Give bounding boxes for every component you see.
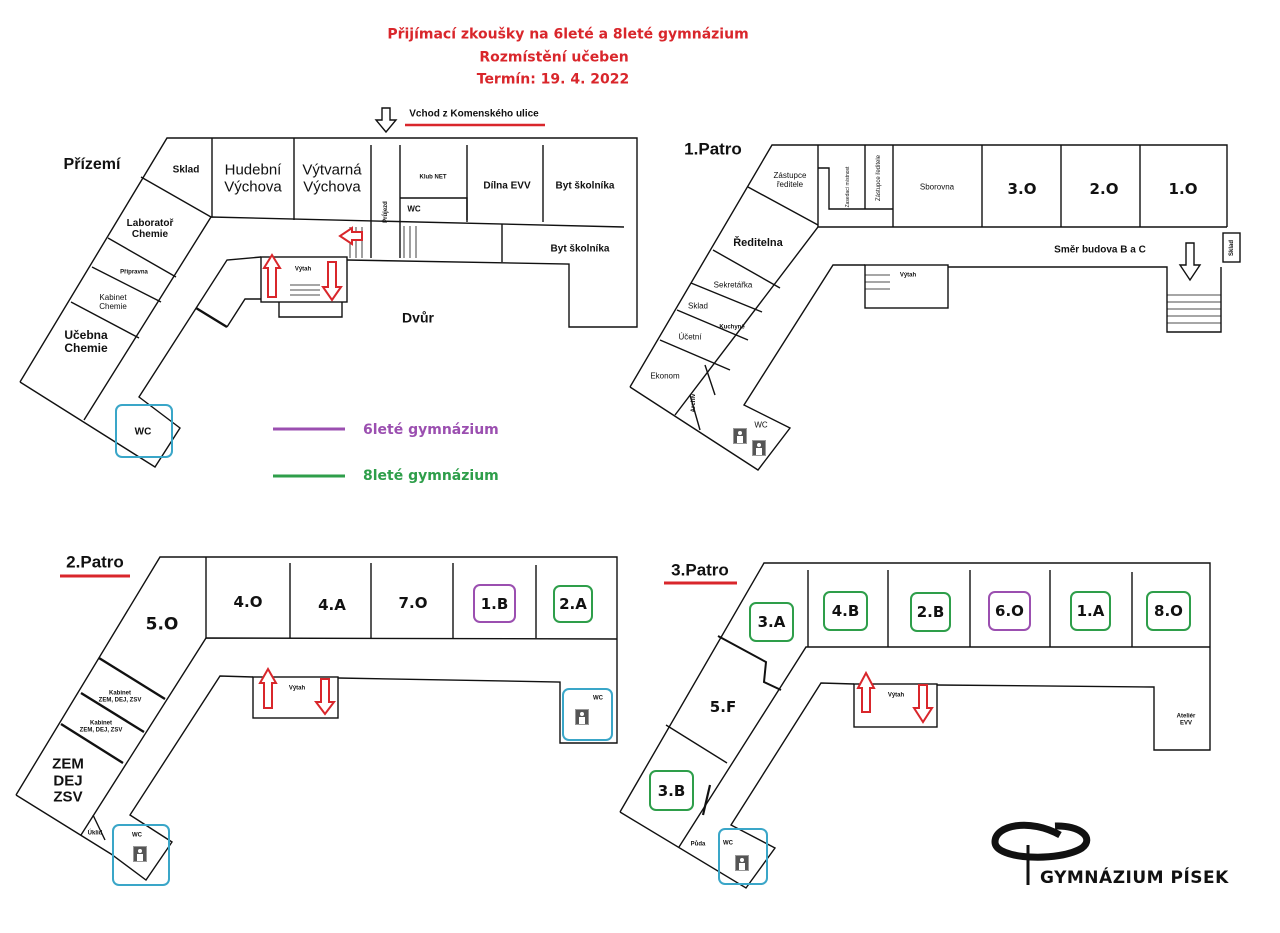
- stairs-up-arrow-icon: [262, 253, 282, 298]
- wc-label-f2-right: WC: [593, 695, 603, 702]
- wc-highlight: [112, 824, 170, 886]
- wc-highlight: [115, 404, 173, 458]
- wc-label-f2: WC: [132, 832, 142, 839]
- room-uklid: Úklid: [87, 830, 103, 837]
- legend-six-label: 6leté gymnázium: [363, 422, 499, 438]
- elevator-label-f1: Výtah: [899, 272, 917, 279]
- room-4A: 4.A: [318, 595, 346, 614]
- courtyard-label: Dvůr: [402, 309, 434, 326]
- wc-highlight: [562, 688, 613, 741]
- title-line-2: Rozmístění učeben: [479, 49, 629, 66]
- toilet-person-icon: [752, 440, 766, 456]
- room-kabinet-zem-2: Kabinet ZEM, DEJ, ZSV: [79, 720, 123, 733]
- school-logo-text: GYMNÁZIUM PÍSEK: [1040, 868, 1229, 888]
- toilet-person-icon: [733, 428, 747, 444]
- wc-label-f3: WC: [723, 840, 733, 847]
- room-2A-eight-year: 2.A: [553, 585, 593, 623]
- room-5O: 5.O: [145, 614, 179, 635]
- wc-highlight: [718, 828, 768, 885]
- direction-label: Směr budova B a C: [1054, 244, 1146, 256]
- room-zastupce-reditele-2: Zástupce ředitele: [876, 154, 882, 202]
- stairs-up-arrow-icon: [856, 670, 876, 713]
- toilet-person-icon: [575, 709, 589, 725]
- room-zastupce-reditele: Zástupce ředitele: [773, 171, 807, 189]
- room-6O-six-year: 6.O: [988, 591, 1031, 631]
- floor2-walls: [15, 556, 618, 881]
- wc-label-f1: WC: [754, 420, 768, 430]
- room-atelier-evv: Ateliér EVV: [1176, 713, 1196, 726]
- room-wc-small: WC: [407, 204, 421, 214]
- room-1O: 1.O: [1168, 179, 1198, 198]
- elevator-label-f2: Výtah: [288, 685, 306, 692]
- room-reditelna: Ředitelna: [733, 236, 783, 249]
- room-ucebna-chemie: Učebna Chemie: [64, 327, 108, 355]
- room-3O: 3.O: [1007, 179, 1037, 198]
- wc-label: WC: [134, 426, 152, 438]
- floor1-title: 1.Patro: [684, 139, 742, 159]
- room-3B-eight-year: 3.B: [649, 770, 694, 811]
- room-laborator-chemie: Laboratoř Chemie: [126, 218, 174, 240]
- room-byt-skolnika-2: Byt školníka: [550, 243, 610, 255]
- toilet-person-icon: [133, 846, 147, 862]
- room-ucetni: Účetní: [678, 332, 702, 342]
- direction-down-arrow-icon: [1178, 242, 1202, 282]
- stairs-down-arrow-icon: [314, 678, 336, 716]
- toilet-person-icon: [735, 855, 749, 871]
- room-vytvarna-vychova: Výtvarná Výchova: [302, 161, 362, 195]
- room-3A-eight-year: 3.A: [749, 602, 794, 642]
- entrance-arrow-icon: [374, 107, 398, 134]
- room-4B-eight-year: 4.B: [823, 591, 868, 631]
- school-logo-icon: [991, 821, 1091, 885]
- elevator-label-f3: Výtah: [887, 692, 905, 699]
- room-5F: 5.F: [709, 697, 737, 716]
- room-4O: 4.O: [233, 592, 263, 611]
- room-klub-net: Klub NET: [419, 174, 447, 181]
- room-pripravna: Přípravna: [120, 269, 148, 276]
- room-1B-six-year: 1.B: [473, 584, 516, 623]
- floor3-title: 3.Patro: [671, 560, 729, 580]
- floor2-title: 2.Patro: [66, 552, 124, 572]
- room-7O: 7.O: [398, 593, 428, 612]
- room-sekretarka: Sekretářka: [713, 280, 753, 290]
- room-sklad-side: Sklad: [1229, 239, 1235, 257]
- room-sklad: Sklad: [172, 164, 200, 176]
- room-8O-eight-year: 8.O: [1146, 591, 1191, 631]
- room-2O: 2.O: [1089, 179, 1119, 198]
- title-line-1: Přijímací zkoušky na 6leté a 8leté gymná…: [387, 26, 749, 43]
- room-1A-eight-year: 1.A: [1070, 591, 1111, 631]
- left-arrow-icon: [338, 226, 363, 246]
- room-puda: Půda: [690, 841, 706, 848]
- room-sklad-f1: Sklad: [687, 301, 709, 311]
- passage-label: Průjezd: [383, 201, 389, 223]
- floor3-walls: [619, 562, 1211, 889]
- stairs-down-arrow-icon: [912, 684, 934, 724]
- room-archiv: Archiv: [691, 393, 697, 413]
- stairs-up-arrow-icon: [258, 666, 278, 709]
- room-ekonom: Ekonom: [650, 371, 680, 381]
- room-dilna-evv: Dílna EVV: [483, 180, 531, 192]
- room-sborovna: Sborovna: [919, 182, 955, 192]
- room-zem-dej-zsv: ZEM DEJ ZSV: [52, 755, 84, 806]
- room-kabinet-chemie: Kabinet Chemie: [99, 293, 127, 311]
- elevator-label: Výtah: [294, 266, 312, 273]
- stairs-down-arrow-icon: [321, 261, 343, 302]
- room-2B-eight-year: 2.B: [910, 592, 951, 632]
- room-kuchyne: Kuchyně: [719, 324, 745, 331]
- room-kabinet-zem-1: Kabinet ZEM, DEJ, ZSV: [98, 690, 142, 703]
- legend-eight-label: 8leté gymnázium: [363, 468, 499, 484]
- floor1-walls: [629, 144, 1241, 471]
- title-line-3: Termín: 19. 4. 2022: [476, 71, 630, 88]
- ground-floor-title: Přízemí: [63, 156, 121, 174]
- room-byt-skolnika: Byt školníka: [555, 180, 615, 192]
- entrance-label: Vchod z Komenského ulice: [409, 108, 539, 120]
- room-hudebni-vychova: Hudební Výchova: [224, 161, 282, 195]
- room-zasedaci-mistnost: Zasedací místnost: [845, 166, 851, 208]
